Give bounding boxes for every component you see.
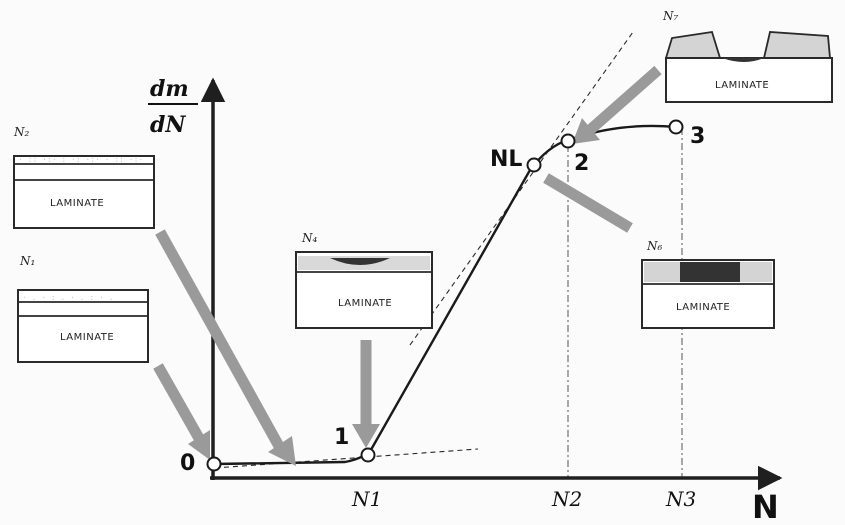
specimen-n1: N₁ · . · : . · . : · . LAMINATE [17,254,149,363]
arrow-n6 [543,173,633,233]
y-axis-label-numerator: dm [150,76,189,102]
specimen-n2-tag: N₂ [13,125,30,139]
point-0-marker [206,456,222,472]
specimen-n7-tag: N₇ [662,9,679,23]
specimen-n1-label: LAMINATE [60,332,114,343]
specimen-n6-label: LAMINATE [676,302,730,313]
x-tick-n2: N2 [551,487,582,511]
arrow-n1 [153,363,205,443]
specimen-n4: N₄ LAMINATE [295,231,433,329]
specimen-n7: N₇ LAMINATE [662,9,833,103]
linear-tangent-line [409,31,634,346]
point-0-label: 0 [180,451,195,476]
point-2-marker [560,133,576,149]
specimen-n6: N₆ LAMINATE [641,239,775,329]
specimen-n2: N₂ · :: ·:· : ·: ·:· · :: ·:· LAMINATE [13,125,155,229]
specimen-n7-label: LAMINATE [715,80,769,91]
damage-growth-curve [213,124,677,466]
arrow-n1-head [188,430,210,460]
specimen-n4-tag: N₄ [301,231,318,245]
point-2-label: 2 [574,151,589,176]
point-3-marker [668,119,684,135]
point-1-label: 1 [334,425,349,450]
y-axis-label-denominator: dN [150,112,186,138]
arrow-n4-head [352,424,380,448]
point-nl-label: NL [490,147,522,172]
x-axis-label: N [752,488,779,525]
x-tick-n1: N1 [351,487,382,511]
specimen-n4-label: LAMINATE [338,298,392,309]
arrow-n7-head [572,118,600,144]
svg-text:· :: ·:· : ·: ·:· · :: ·:·: · :: ·:· : ·: ·:· · :: ·:· [18,155,143,164]
svg-text:· . · : . · . : · .: · . · : . · . : · . [22,293,114,302]
specimen-n2-label: LAMINATE [50,198,104,209]
arrow-n7 [586,65,662,135]
x-tick-n3: N3 [665,487,696,511]
point-3-label: 3 [690,124,705,149]
point-nl-marker [526,157,542,173]
initial-tangent-line [214,448,479,469]
point-1-marker [360,447,376,463]
arrow-n2 [155,229,285,451]
arrow-n2-head [268,436,296,466]
specimen-n6-tag: N₆ [646,239,663,253]
specimen-n1-tag: N₁ [19,254,35,268]
